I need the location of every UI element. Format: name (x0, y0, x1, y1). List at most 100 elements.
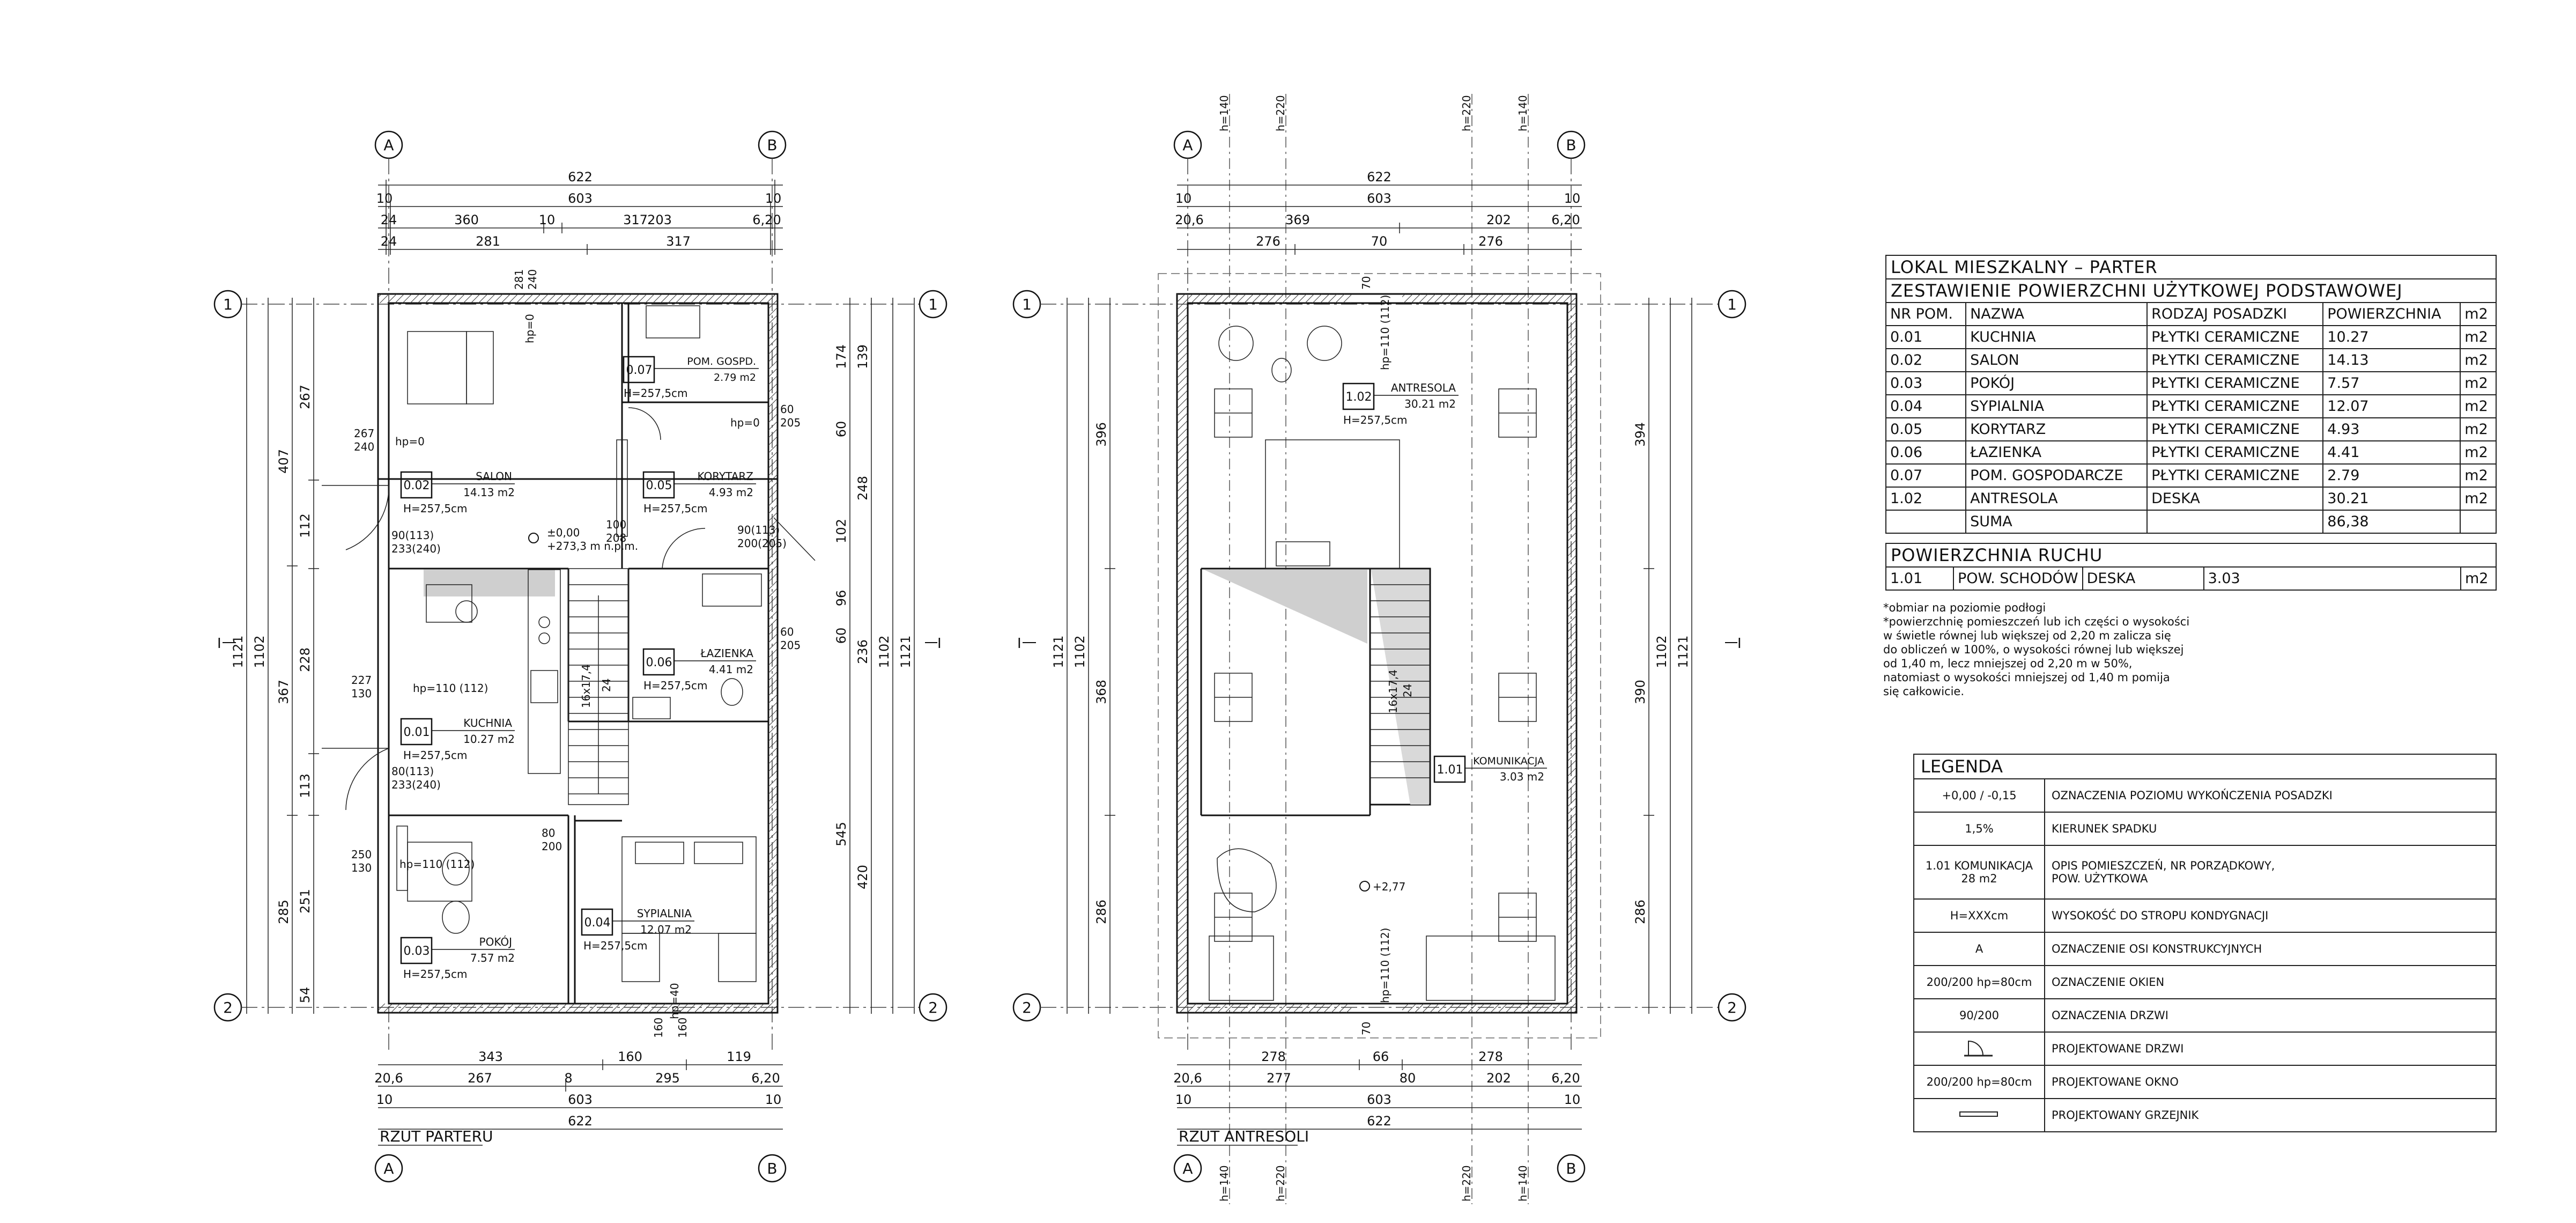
dim-bot-m-r2-e: 6,20 (1551, 1071, 1580, 1086)
cell-unit: m2 (2460, 487, 2497, 511)
opening-160-a: 160 (652, 1018, 665, 1038)
area-table-title: LOKAL MIESZKALNY – PARTER (1885, 255, 2497, 279)
dim-left-267: 267 (298, 385, 313, 409)
room-tag-1.02: 1.02 ANTRESOLA 30.21 m2 H=257,5cm (1342, 381, 1459, 426)
dim-top-r3-f: 6,20 (752, 212, 781, 227)
svg-text:POM. GOSPD.: POM. GOSPD. (687, 356, 756, 367)
dim-bot-r3-c: 10 (765, 1092, 782, 1107)
axis-1-right-m: 1 (1718, 290, 1746, 319)
ground-floor-plan: A B A B 1 1 2 (213, 130, 948, 1183)
dimensions-bottom-m (1177, 1059, 1582, 1130)
living-furniture (396, 305, 762, 982)
legend-label: OZNACZENIA POZIOMU WYKOŃCZENIA POSADZKI (2044, 778, 2497, 813)
stair-void-hatch (424, 570, 555, 596)
dim-bot-r2-e: 6,20 (751, 1071, 780, 1086)
cell-nr: 0.05 (1885, 417, 1967, 441)
stairs-label-m: 16x17,4 (1387, 669, 1400, 713)
dim-bot-overall: 622 (568, 1114, 593, 1129)
dimensions-right-m (1644, 298, 1692, 1014)
dim-top-wall-left: 10 (376, 191, 393, 206)
dim-bot-m-r3-a: 10 (1175, 1092, 1192, 1107)
opening-160-b: 160 (676, 1018, 689, 1038)
dim-left-112: 112 (298, 513, 313, 538)
dim-right-96: 96 (834, 590, 849, 607)
w70-b: 70 (1360, 1022, 1373, 1035)
legend-symbol-room-tag: 1.01 KOMUNIKACJA 28 m2 (1913, 845, 2045, 900)
opening-281-240-b: 240 (526, 269, 539, 290)
dim-right-248: 248 (855, 476, 870, 500)
note-line: *obmiar na poziomie podłogi (1883, 601, 2046, 614)
dim-bot-m-r1-a: 278 (1261, 1049, 1286, 1064)
legend-row: 1,5% KIERUNEK SPADKU (1913, 812, 2497, 846)
opening-227-130-b: 130 (351, 687, 372, 700)
cell-floor: PŁYTKI CERAMICZNE (2146, 440, 2324, 465)
note-line: w świetle równej lub większej od 2,20 m … (1883, 629, 2171, 642)
height-h220-bot-b: h=220 (1460, 1165, 1473, 1202)
dim-right-102: 102 (834, 519, 849, 543)
svg-text:1: 1 (928, 296, 938, 313)
cell-name: SYPIALNIA (1965, 394, 2148, 418)
dim-bot-r1-b: 160 (618, 1049, 642, 1064)
header-name: NAZWA (1965, 302, 2148, 326)
room-tag-0.05: 0.05 KORYTARZ 4.93 m2 H=257,5cm (642, 470, 756, 515)
dim-right-m-394: 394 (1633, 422, 1648, 447)
door-arc-icon (1964, 1040, 1993, 1056)
svg-text:0.04: 0.04 (584, 916, 611, 930)
cell-floor: PŁYTKI CERAMICZNE (2146, 348, 2324, 372)
svg-text:H=257,5cm: H=257,5cm (1343, 414, 1408, 426)
dim-left-m-1102: 1102 (1072, 635, 1087, 668)
dimensions-right (849, 298, 915, 1014)
legend-table: LEGENDA +0,00 / -0,15 OZNACZENIA POZIOMU… (1913, 754, 2497, 1132)
cell-unit: m2 (2460, 394, 2497, 418)
legend-symbol-window: 200/200 hp=80cm (1913, 965, 2045, 999)
movement-table-title: POWIERZCHNIA RUCHU (1885, 543, 2497, 568)
dim-top-m-wall-r: 10 (1564, 191, 1581, 206)
dim-bot-r2-b: 267 (468, 1071, 492, 1086)
opening-100-208: 100 (606, 518, 626, 531)
note-line: *powierzchnię pomieszczeń lub ich części… (1883, 615, 2190, 628)
hp110-m-a: hp=110 (112) (1379, 295, 1391, 370)
cell-floor: PŁYTKI CERAMICZNE (2146, 394, 2324, 418)
dim-left-54: 54 (298, 987, 313, 1004)
header-nr: NR POM. (1885, 302, 1967, 326)
dim-right-236: 236 (855, 639, 870, 664)
cell-name: POKÓJ (1965, 371, 2148, 395)
cell-unit: m2 (2460, 566, 2497, 591)
hp110-a: hp=110 (112) (413, 682, 488, 695)
opening-60-205-a: 60 (780, 403, 794, 416)
wall-hatch-bottom (378, 1004, 778, 1013)
cell-floor: DESKA (2146, 487, 2324, 511)
svg-text:H=257,5cm: H=257,5cm (624, 387, 688, 400)
cell-name: POM. GOSPODARCZE (1965, 463, 2148, 488)
area-table-subtitle: ZESTAWIENIE POWIERZCHNI UŻYTKOWEJ PODSTA… (1885, 278, 2497, 303)
cell-name: POW. SCHODÓW (1953, 566, 2083, 591)
svg-text:1.02: 1.02 (1346, 391, 1372, 404)
dim-bot-r2-c: 8 (564, 1071, 572, 1086)
dim-bot-m-r3-c: 10 (1564, 1092, 1581, 1107)
svg-text:0.01: 0.01 (404, 726, 430, 739)
cell-area: 2.79 (2322, 463, 2461, 488)
cell-unit: m2 (2460, 463, 2497, 488)
cell-nr: 1.01 (1885, 566, 1954, 591)
dim-top-m-r3-a: 20,6 (1175, 212, 1203, 227)
dim-bot-r2-a: 20,6 (374, 1071, 403, 1086)
area-notes: *obmiar na poziomie podłogi *powierzchni… (1883, 601, 2216, 698)
opening-80-113: 80(113) (391, 765, 434, 778)
opening-90-200-b: 200(205) (737, 537, 787, 550)
table-row: 1.01 POW. SCHODÓW DESKA 3.03 m2 (1885, 566, 2497, 591)
dim-right-m-1102: 1102 (1654, 635, 1669, 668)
level-mark: ±0,00 (547, 526, 580, 539)
legend-row: A OZNACZENIE OSI KONSTRUKCYJNYCH (1913, 932, 2497, 966)
opening-90-113: 90(113) (391, 529, 434, 542)
legend-symbol-door: 90/200 (1913, 998, 2045, 1033)
legend-symbol-height: H=XXXcm (1913, 898, 2045, 933)
cell-nr: 0.07 (1885, 463, 1967, 488)
axis-a-bottom: A (374, 1154, 403, 1183)
opening-80-200-b: 200 (542, 840, 562, 853)
axis-b-bottom: B (758, 1154, 787, 1183)
